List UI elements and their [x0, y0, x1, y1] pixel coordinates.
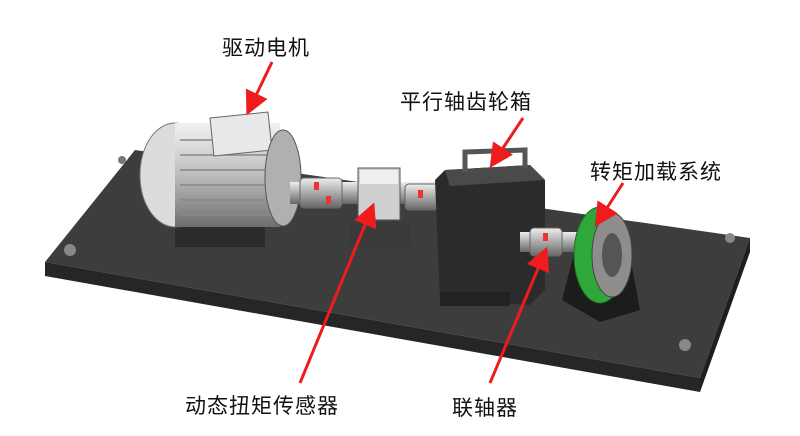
label-gearbox: 平行轴齿轮箱	[400, 90, 532, 114]
arrow-torque-load	[594, 182, 625, 228]
coupling-3	[529, 227, 563, 257]
arrow-gearbox	[489, 117, 525, 168]
label-torque-sensor: 动态扭矩传感器	[185, 394, 339, 418]
drive-motor	[139, 111, 302, 247]
arrow-torque-sensor	[298, 202, 377, 384]
coupling-1	[299, 177, 343, 209]
label-coupling: 联轴器	[452, 396, 518, 420]
coupling-2	[404, 183, 440, 211]
parallel-shaft-gearbox	[435, 147, 545, 306]
label-drive-motor: 驱动电机	[222, 36, 310, 60]
torque-sensor	[350, 167, 410, 247]
callout-arrows	[245, 61, 625, 384]
arrow-drive-motor	[245, 61, 274, 116]
torque-load-system	[562, 206, 640, 322]
arrow-coupling	[488, 246, 550, 384]
label-torque-load: 转矩加载系统	[590, 160, 722, 184]
